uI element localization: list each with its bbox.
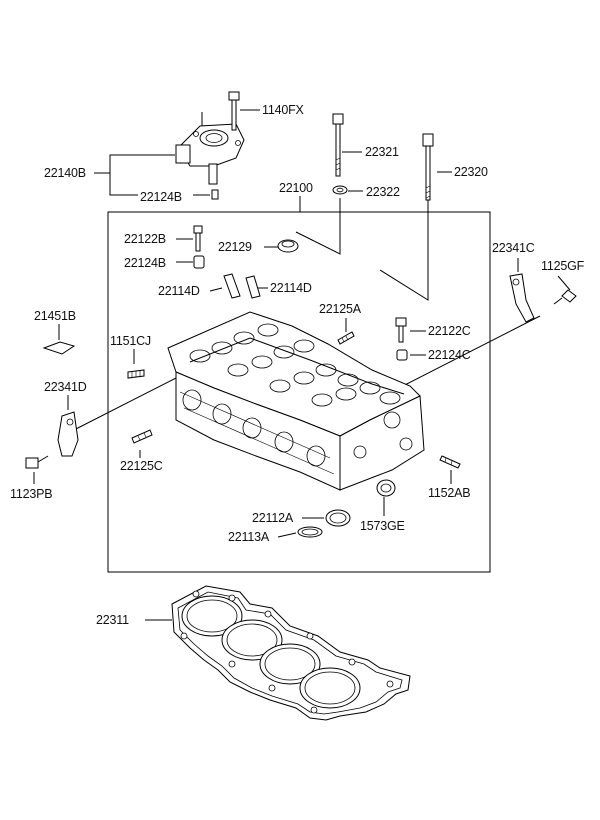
label-22320: 22320: [454, 165, 488, 179]
cylinder-head: [167, 311, 425, 491]
bolt-22320: [422, 133, 434, 201]
plate-21451B: [42, 341, 76, 355]
label-22113A: 22113A: [228, 530, 270, 544]
plug-1573GE: [376, 479, 396, 497]
seal-22112A: [325, 509, 351, 527]
head-gasket: [171, 585, 411, 721]
label-22112A: 22112A: [252, 511, 294, 525]
label-22129: 22129: [218, 240, 252, 254]
stud-1151CJ: [127, 369, 145, 379]
label-22341C: 22341C: [492, 241, 535, 255]
label-22125C: 22125C: [120, 459, 163, 473]
label-22124B: 22124B: [124, 256, 166, 270]
pin-22124B-top: [211, 189, 219, 200]
bolt-22122B: [193, 225, 203, 252]
bolt-1140FX: [228, 91, 240, 131]
label-22311: 22311: [96, 613, 129, 627]
label-1125GF: 1125GF: [541, 259, 585, 273]
label-22100: 22100: [279, 181, 313, 195]
cap-22129: [277, 239, 299, 253]
bolt-22321: [332, 113, 344, 177]
label-1140FX: 1140FX: [262, 103, 305, 117]
valve-guide-22114D: [223, 273, 261, 299]
label-22125A: 22125A: [319, 302, 362, 316]
pin-22124B: [193, 255, 205, 269]
washer-22322: [332, 185, 348, 195]
label-22140B: 22140B: [44, 166, 86, 180]
stud-22125C: [131, 429, 153, 444]
label-22322: 22322: [366, 185, 400, 199]
assembly-frame: [107, 211, 491, 573]
label-1573GE: 1573GE: [360, 519, 405, 533]
label-22114D-a: 22114D: [158, 284, 200, 298]
bolt-1123PB: [25, 455, 49, 469]
label-1152AB: 1152AB: [428, 486, 470, 500]
label-22321: 22321: [365, 145, 399, 159]
label-22124B-top: 22124B: [140, 190, 182, 204]
bolt-1125GF: [553, 289, 577, 305]
label-22341D: 22341D: [44, 380, 87, 394]
bracket-22341D: [57, 411, 79, 457]
label-1123PB: 1123PB: [10, 487, 52, 501]
label-22122B: 22122B: [124, 232, 166, 246]
label-1151CJ: 1151CJ: [110, 334, 151, 348]
label-22122C: 22122C: [428, 324, 471, 338]
label-22114D-b: 22114D: [270, 281, 312, 295]
bolt-22122C: [395, 317, 407, 343]
water-outlet-housing: [175, 112, 245, 185]
stud-22125A: [337, 331, 355, 345]
stud-1152AB: [439, 455, 461, 469]
label-21451B: 21451B: [34, 309, 76, 323]
bracket-22341C: [509, 273, 535, 323]
leader-lines: [33, 109, 571, 621]
label-22124C: 22124C: [428, 348, 471, 362]
pin-22124C: [396, 349, 408, 361]
seal-22113A: [297, 526, 323, 538]
